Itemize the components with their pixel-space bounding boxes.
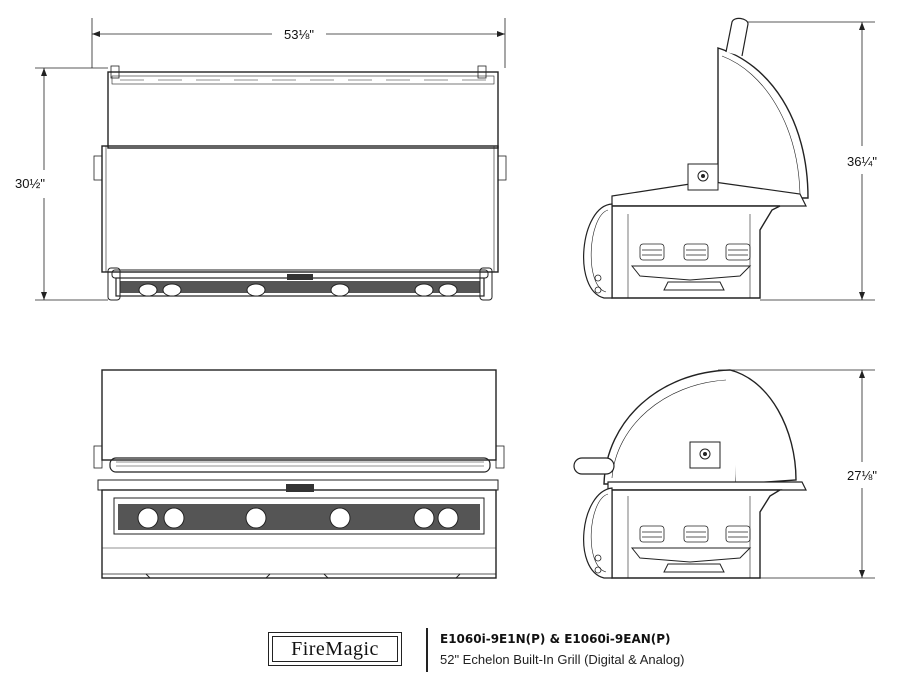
- front-view-open: 30½": [15, 65, 507, 301]
- front-view-closed: [93, 369, 505, 579]
- width-dimension: 53⅛": [91, 18, 506, 68]
- front-height-label: 30½": [15, 176, 45, 191]
- side-open-height-dimension: 36¼": [745, 21, 877, 301]
- front-height-dimension: 30½": [15, 67, 108, 301]
- width-dimension-label: 53⅛": [284, 27, 314, 42]
- firemagic-logo: FireMagic: [268, 632, 402, 666]
- product-description: 52" Echelon Built-In Grill (Digital & An…: [440, 652, 685, 667]
- side-closed-height-dimension: 27⅛": [718, 369, 877, 579]
- logo-text: FireMagic: [291, 637, 379, 660]
- firemagic-logo-inner: FireMagic: [272, 636, 398, 662]
- side-open-height-label: 36¼": [847, 154, 877, 169]
- brand-divider: [426, 628, 428, 672]
- side-closed-height-label: 27⅛": [847, 468, 877, 483]
- model-number: E1060i-9E1N(P) & E1060i-9EAN(P): [440, 632, 671, 646]
- side-view-closed: 27⅛": [573, 369, 877, 579]
- front-closed-knobs: [137, 507, 459, 529]
- side-open-vents: [639, 243, 751, 261]
- front-open-knobs: [138, 283, 458, 297]
- side-view-open: 36¼": [583, 17, 877, 301]
- brand-footer: FireMagic E1060i-9E1N(P) & E1060i-9EAN(P…: [268, 628, 748, 674]
